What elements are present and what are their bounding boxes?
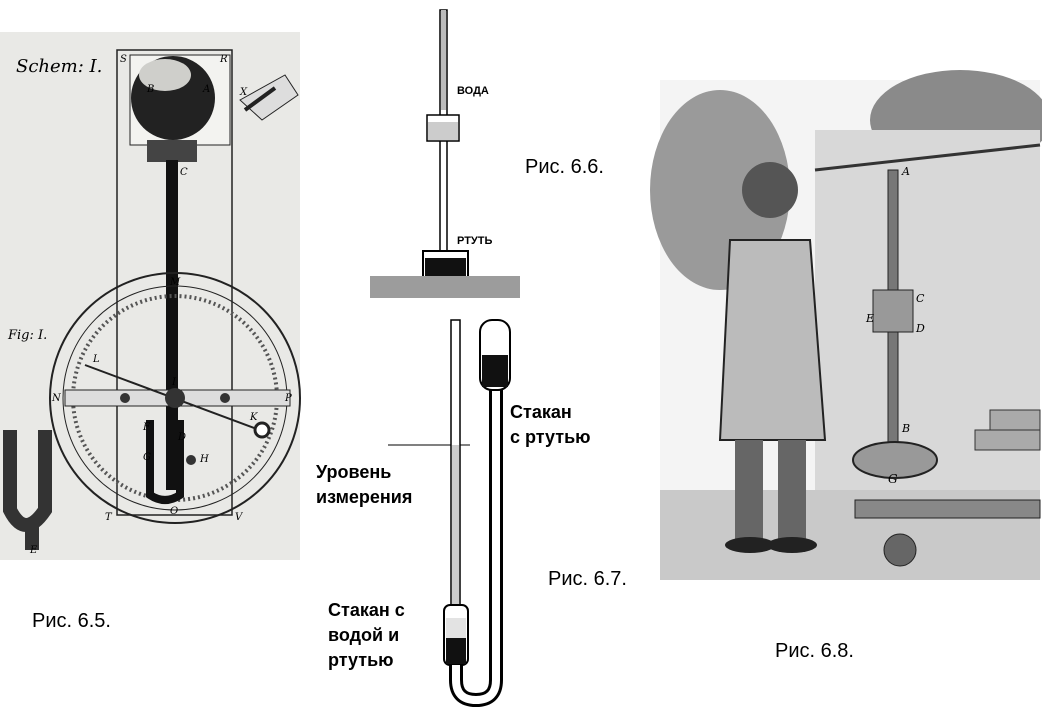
fig-6-5-letter: L [92,354,100,365]
fig-6-5-engraving-title: Schem: I. [16,56,103,77]
fig-6-5-letter: G [143,452,151,463]
fig-6-8-engraving: A C E D B G [650,70,1042,580]
fig-6-5-letter: P [284,393,292,404]
figure-6-8: A C E D B G [650,50,1042,580]
fig-6-5-letter: C [180,167,188,178]
fig-6-5-letter: E [29,545,38,556]
fig-6-6-label-water: ВОДА [457,85,489,97]
fig-6-7-diagram [388,319,511,708]
fig-6-5-fig-label: Fig: I. [8,328,48,343]
fig-6-5-letter: O [170,506,178,517]
fig-6-5-letter: K [249,412,258,423]
fig-6-6-caption: Рис. 6.6. [525,156,604,178]
fig-6-7-label-cup-mercury: Стакан с ртутью [510,402,591,447]
fig-6-8-letter: G [888,472,898,486]
fig-6-5-letter: V [235,512,244,523]
fig-6-7-label-cup-water: Стакан с водой и ртутью [328,600,405,670]
fig-6-5-letter: T [105,512,113,523]
fig-6-8-letter: B [901,422,910,435]
figure-6-5: S R B A C M L N I P K F D G H E T O V X … [0,0,301,560]
fig-6-5-letter: N [51,393,62,404]
fig-6-5-letter: M [169,277,181,288]
fig-6-5-letter: S [120,54,127,65]
fig-6-5-letter: A [202,84,210,95]
fig-6-8-letter: E [865,312,874,325]
fig-6-5-letter: F [142,422,151,433]
fig-6-5-caption: Рис. 6.5. [32,610,111,632]
fig-6-7-caption: Рис. 6.7. [548,568,627,590]
fig-6-5-letter: R [219,54,228,65]
fig-6-5-engraving: S R B A C M L N I P K F D G H E T O V X [0,32,301,560]
fig-6-8-caption: Рис. 6.8. [775,640,854,662]
fig-6-7-label-level: Уровень измерения [316,462,413,507]
fig-6-8-letter: C [916,292,925,305]
fig-6-5-letter: H [199,454,209,465]
fig-6-5-letter: X [239,87,248,98]
fig-6-6-diagram [370,9,520,298]
fig-6-5-letter: B [146,84,154,95]
fig-6-8-letter: A [901,165,910,178]
fig-6-5-letter: D [177,432,186,443]
fig-6-5-letter: I [171,377,177,388]
fig-6-8-letter: D [915,322,925,335]
fig-6-6-label-mercury: РТУТЬ [457,235,493,247]
